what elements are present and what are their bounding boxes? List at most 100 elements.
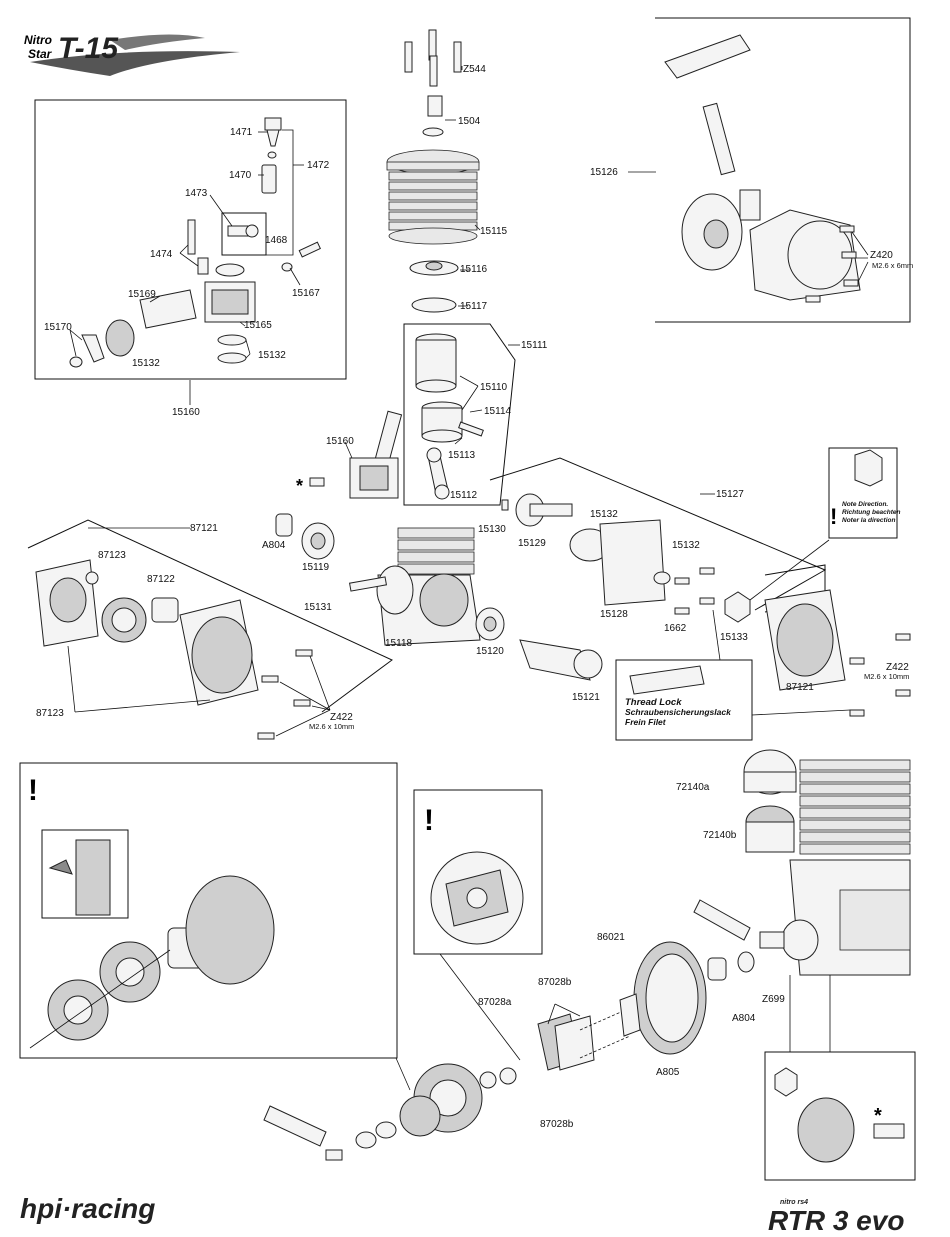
start-wrench-tip: [739, 189, 761, 221]
cylinder-head-stack: Z544 1504 15115 15116 15117 15111: [386, 29, 548, 506]
label-z422-right-spec: M2.6 x 10mm: [864, 672, 909, 681]
head-gasket: [411, 297, 457, 313]
rear-cover-plate: [599, 519, 666, 606]
clutch-warning-box: !: [19, 762, 411, 1091]
clutch-warning-mark: !: [28, 774, 38, 807]
asterisk-crank-end: *: [874, 1105, 882, 1127]
head-screw-1: [404, 41, 413, 73]
fuel-nipple: [298, 241, 321, 258]
label-87123-top: 87123: [98, 550, 126, 561]
label-z699: Z699: [762, 994, 785, 1005]
label-15118: 15118: [385, 638, 413, 649]
label-15132-carb: 15132: [132, 358, 160, 369]
label-a805: A805: [656, 1067, 680, 1078]
clutch-bell: [185, 875, 275, 985]
label-1504: 1504: [458, 116, 481, 127]
rear-cover-frame: [489, 457, 827, 611]
carburetor-breakdown-box: 1471 1470 1472 1473 1468 1474 15167 1516…: [34, 99, 347, 418]
housing-screw-b: [849, 657, 865, 665]
crankcase-assembly: 15160 * 15131 15118 A804 15119 15120 151…: [262, 410, 911, 741]
thread-lock-tube: [629, 665, 705, 695]
z422-screw-2: [261, 675, 279, 683]
oring-15132-small: [653, 571, 671, 585]
bushing-a804: [275, 513, 293, 537]
label-1468: 1468: [265, 235, 288, 246]
throttle-spring: [197, 257, 209, 275]
label-15129: 15129: [518, 538, 546, 549]
crank-pin: [348, 576, 388, 592]
thread-lock-box: [615, 659, 753, 741]
piston-group-frame: [403, 323, 516, 506]
label-15131: 15131: [304, 602, 332, 613]
air-filter-body: [745, 821, 795, 853]
label-15169: 15169: [128, 289, 156, 300]
label-15119: 15119: [302, 562, 330, 573]
rear-cover-screw-3: [674, 607, 690, 615]
needle-oring: [267, 151, 277, 159]
throttle-arm-nut: [69, 356, 83, 368]
label-z544: Z544: [463, 64, 486, 75]
label-15132-carb-oring: 15132: [258, 350, 286, 361]
label-15160-carb-small: 15160: [326, 436, 354, 447]
clutch-washer: [355, 1131, 377, 1149]
label-15167: 15167: [292, 288, 320, 299]
housing-screw-a: [895, 633, 911, 641]
air-filter-side: [743, 771, 797, 793]
crank-nut-15133: [724, 591, 751, 623]
clutch-warning-frame: [19, 762, 398, 1059]
label-15130: 15130: [478, 524, 506, 535]
fuel-nipple-washer: [281, 262, 293, 272]
housing-screw-4: [805, 295, 821, 303]
pull-start-frame: [655, 17, 911, 323]
carb-top-ring: [215, 263, 245, 277]
gear-hub: [151, 597, 179, 623]
crankshaft-shaft: [529, 503, 573, 517]
label-15170: 15170: [44, 322, 72, 333]
crank-thread: [759, 931, 785, 949]
label-15116: 15116: [460, 264, 488, 275]
note-direction-en: Note Direction.: [842, 501, 888, 508]
clutch-gear-lower: [399, 1095, 441, 1137]
clutch-bearing-2: [499, 1067, 517, 1085]
housing-screw-1: [839, 225, 855, 233]
label-15126: 15126: [590, 167, 618, 178]
label-15165: 15165: [244, 320, 272, 331]
thread-lock-fr: Frein Filet: [625, 717, 667, 727]
idle-screw: [227, 225, 249, 237]
crankshaft-15121: [519, 639, 591, 681]
clutch-mount-a805: [619, 993, 641, 1037]
cylinder-sleeve: [415, 339, 457, 387]
label-1472: 1472: [307, 160, 330, 171]
throttle-arm: [81, 334, 105, 363]
thread-lock-tube-clutch: [263, 1105, 327, 1147]
nut-direction-icon: [854, 449, 883, 487]
rear-cover-screw-4: [699, 597, 715, 605]
label-z422-left: Z422: [330, 712, 353, 723]
thread-lock-de: Schraubensicherungslack: [625, 707, 732, 717]
carburetor-sub-box: [221, 212, 267, 256]
housing-screw-c: [895, 689, 911, 697]
crank-end: [781, 919, 819, 961]
flywheel-warning-mark: !: [424, 804, 434, 837]
label-z420: Z420: [870, 250, 893, 261]
throttle-screw: [187, 219, 196, 255]
label-z420-spec: M2.6 x 6mm: [872, 261, 913, 270]
label-1662: 1662: [664, 623, 687, 634]
label-15112: 15112: [450, 490, 478, 501]
label-87028b-bottom: 87028b: [540, 1119, 574, 1130]
label-15110: 15110: [480, 382, 508, 393]
note-direction-warning: !: [830, 504, 837, 529]
label-15132-rear: 15132: [590, 509, 618, 520]
label-15111: 15111: [521, 340, 548, 351]
label-86021: 86021: [597, 932, 625, 943]
z422-screw-4: [257, 732, 275, 740]
rear-housing-left: 87121 87123 87122 Z422 M2.6 x 10mm 87123: [27, 519, 393, 740]
label-15120: 15120: [476, 646, 504, 657]
head-screw-4: [429, 55, 438, 87]
rear-cover-screw-2: [699, 567, 715, 575]
asterisk-carb: *: [296, 476, 303, 496]
start-wrench-shaft: [702, 102, 736, 176]
logo-model: T-15: [58, 32, 119, 65]
crank-key: [501, 499, 509, 511]
